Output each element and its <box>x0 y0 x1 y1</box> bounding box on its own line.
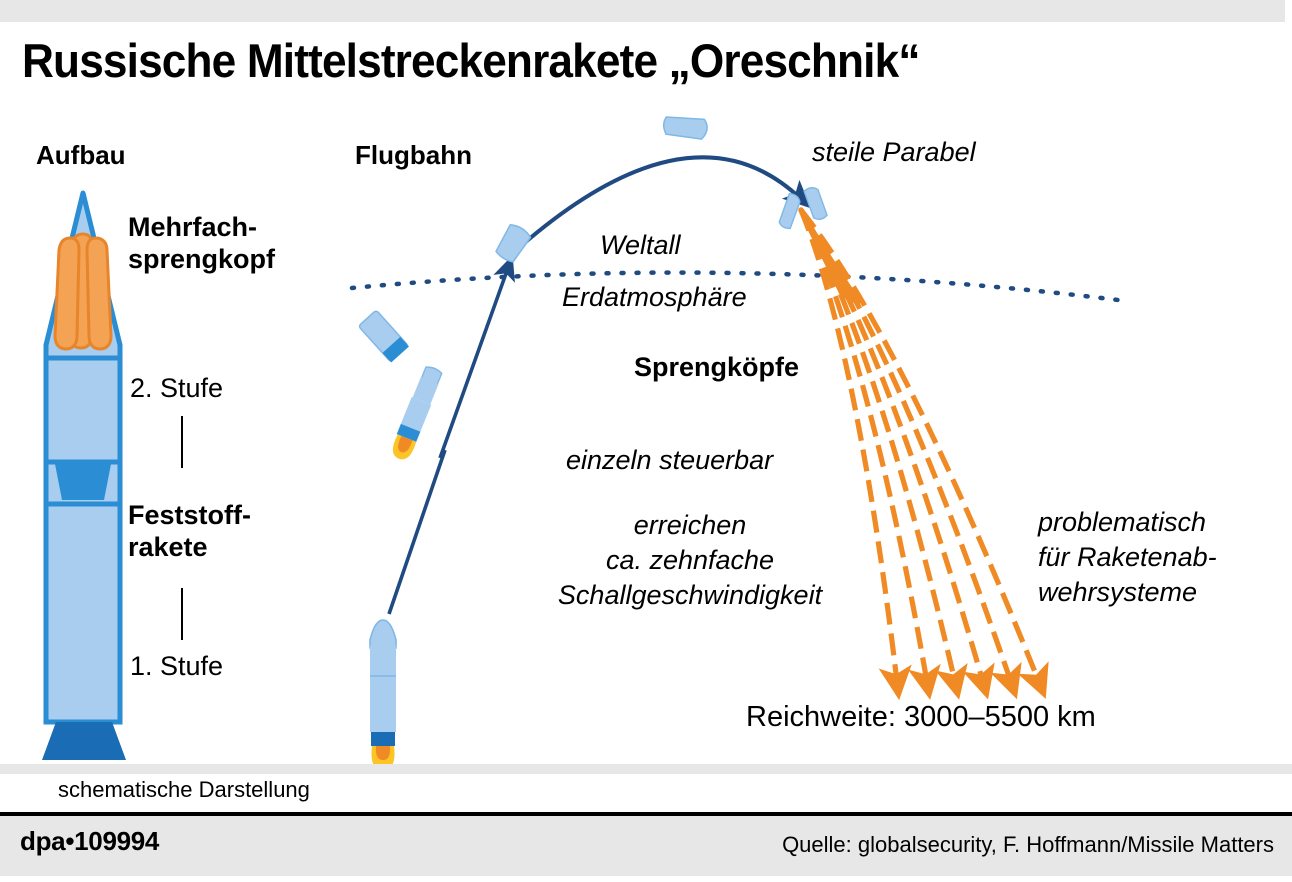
label-line: sprengkopf <box>128 243 276 274</box>
rocket-sprite-apex <box>662 116 708 140</box>
interstage-box <box>43 459 123 507</box>
warhead-2 <box>53 236 81 351</box>
rocket-sprite-ascending <box>392 366 443 460</box>
rocket-sprite-reentry-a <box>778 192 801 230</box>
stage-1-body <box>43 501 123 725</box>
label-line: wehrsysteme <box>1038 577 1198 608</box>
label-erdatmosphaere: Erdatmosphäre <box>562 282 747 312</box>
nozzle-skirt <box>42 722 126 760</box>
label-line: ca. zehnfache <box>605 545 775 576</box>
label-line: Feststoff- <box>128 500 251 530</box>
label-line: erreichen <box>633 510 747 540</box>
footer-gray-bar-lower <box>0 816 1292 876</box>
top-gray-bar <box>0 0 1285 22</box>
label-feststoffrakete: Feststoff- rakete <box>128 500 251 564</box>
label-line: Schallgeschwindigkeit <box>557 580 823 611</box>
section-heading-flugbahn: Flugbahn <box>355 140 472 170</box>
interstage-fill <box>55 464 111 500</box>
label-problematic-block: problematisch für Raketenab- wehrsysteme <box>1038 505 1217 610</box>
ascent-path-upper <box>438 255 515 459</box>
nosecone-shell <box>43 190 123 363</box>
section-heading-aufbau: Aufbau <box>36 140 126 170</box>
label-line: rakete <box>128 531 208 562</box>
page-title: Russische Mittelstreckenrakete „Oreschni… <box>22 34 920 87</box>
label-stufe-2: 2. Stufe <box>130 373 224 403</box>
rocket-sprite-space-entry <box>495 223 532 263</box>
descent-fan-origin <box>798 207 861 305</box>
label-sprengkoepfe: Sprengköpfe <box>634 352 800 382</box>
label-steile-parabel: steile Parabel <box>812 137 976 167</box>
stage-2-body <box>43 355 123 465</box>
footer-dpa-credit: dpa•109994 <box>20 826 160 856</box>
rocket-sprite-reentry-b <box>803 187 828 220</box>
ascent-path-lower <box>387 449 447 615</box>
label-line: für Raketenab- <box>1038 542 1217 573</box>
label-einzeln-steuerbar: einzeln steuerbar <box>566 445 774 475</box>
footer-schematic-note: schematische Darstellung <box>58 777 310 802</box>
label-mehrfachsprengkopf: Mehrfach- sprengkopf <box>128 212 275 276</box>
leader-line-stage2 <box>181 416 183 468</box>
label-line: problematisch <box>1038 507 1207 537</box>
label-stufe-1: 1. Stufe <box>130 651 224 681</box>
discarded-stage-1 <box>358 310 409 363</box>
footer-source: Quelle: globalsecurity, F. Hoffmann/Miss… <box>782 832 1274 857</box>
label-line: Mehrfach- <box>128 212 258 242</box>
footer-black-rule <box>0 812 1292 816</box>
label-weltall: Weltall <box>600 230 681 260</box>
footer-gray-bar-upper <box>0 764 1292 774</box>
warhead-1 <box>67 232 94 350</box>
warhead-3 <box>85 236 113 351</box>
label-speed-block: erreichen ca. zehnfache Schallgeschwindi… <box>520 508 860 613</box>
leader-line-stage1 <box>181 588 183 640</box>
footer-bottom-spacer <box>0 876 1292 882</box>
rocket-sprite-launch <box>369 619 397 770</box>
label-reichweite: Reichweite: 3000–5500 km <box>746 701 1096 733</box>
